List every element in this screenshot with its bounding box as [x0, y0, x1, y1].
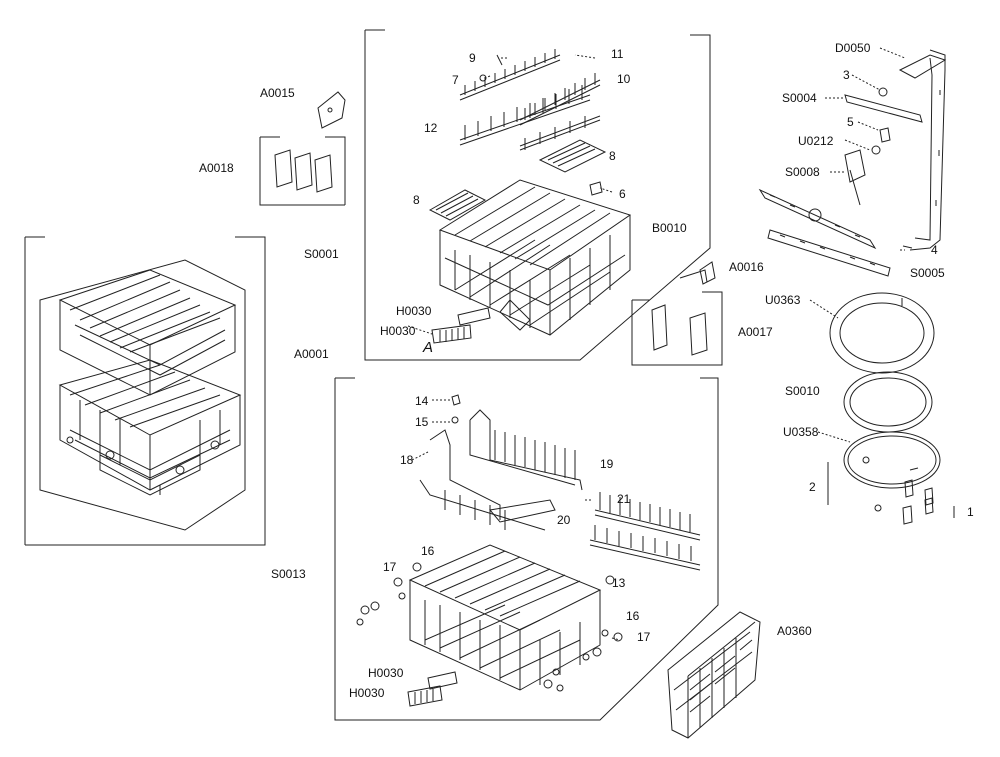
label-19: 19 [600, 457, 614, 471]
holder-a0017 [631, 261, 723, 366]
label-h0030-upper-2: H0030 [380, 324, 416, 338]
label-a0017: A0017 [738, 325, 773, 339]
label-8-upper: 8 [609, 149, 616, 163]
label-a0360: A0360 [777, 624, 812, 638]
tine-row-21 [589, 492, 701, 571]
label-16-right: 16 [626, 609, 640, 623]
label-5: 5 [847, 115, 854, 129]
label-u0358: U0358 [783, 425, 819, 439]
label-6: 6 [619, 187, 626, 201]
label-mark-a: A [423, 339, 434, 356]
tine-row-20 [489, 499, 556, 523]
dishwasher-rack-assembly [39, 259, 246, 531]
label-s0005: S0005 [910, 266, 945, 280]
plate-rack-19 [469, 409, 583, 491]
upper-handles [431, 307, 491, 344]
label-7: 7 [452, 73, 459, 87]
fastener-set-2 [827, 462, 955, 525]
bracket-a0015 [317, 91, 346, 129]
label-20: 20 [557, 513, 571, 527]
label-15: 15 [415, 415, 429, 429]
seal-ring-s0010 [843, 371, 933, 433]
spray-arm-s0005 [767, 229, 913, 277]
label-d0050: D0050 [835, 41, 871, 55]
upper-rack-basket [438, 179, 632, 336]
label-17-left: 17 [383, 560, 397, 574]
clip-set-a0018 [259, 136, 346, 206]
label-9: 9 [469, 51, 476, 65]
label-a0016: A0016 [729, 260, 764, 274]
label-s0013: S0013 [271, 567, 306, 581]
leader-lines [407, 47, 906, 641]
label-12: 12 [424, 121, 438, 135]
label-u0363: U0363 [765, 293, 801, 307]
label-16-left: 16 [421, 544, 435, 558]
cup-shelf-8 [428, 139, 607, 221]
label-18: 18 [400, 453, 414, 467]
upper-small-parts [479, 54, 603, 196]
label-2: 2 [809, 480, 816, 494]
label-a0001: A0001 [294, 347, 329, 361]
label-h0030-lower-2: H0030 [349, 686, 385, 700]
label-1: 1 [967, 505, 974, 519]
dishwasher-assembly-frame [24, 236, 266, 546]
label-h0030-upper-1: H0030 [396, 304, 432, 318]
label-8-lower: 8 [413, 193, 420, 207]
cutlery-basket-a0360 [667, 611, 761, 739]
spray-arm-d0050 [898, 49, 947, 251]
label-s0001: S0001 [304, 247, 339, 261]
label-a0018: A0018 [199, 161, 234, 175]
label-10: 10 [617, 72, 631, 86]
label-13: 13 [612, 576, 626, 590]
lower-small-parts-14-15 [451, 394, 461, 424]
label-s0008: S0008 [785, 165, 820, 179]
wheels-and-bolts [356, 562, 623, 692]
label-s0010: S0010 [785, 384, 820, 398]
lower-handles [407, 671, 458, 707]
label-21: 21 [617, 492, 631, 506]
spray-arm-s0008 [844, 149, 866, 206]
label-14: 14 [415, 394, 429, 408]
label-h0030-lower-1: H0030 [368, 666, 404, 680]
label-s0004: S0004 [782, 91, 817, 105]
label-3: 3 [843, 68, 850, 82]
label-a0015: A0015 [260, 86, 295, 100]
cup-rack-18 [419, 429, 546, 531]
upper-tine-rows [459, 49, 601, 151]
label-4: 4 [931, 243, 938, 257]
spray-arm-s0004 [844, 87, 923, 155]
label-u0212: U0212 [798, 134, 834, 148]
label-b0010: B0010 [652, 221, 687, 235]
filter-ring-u0363 [829, 292, 935, 374]
lower-rack-frame [334, 377, 719, 721]
label-17-right: 17 [637, 630, 651, 644]
lower-rack-basket [408, 544, 602, 691]
label-11: 11 [611, 47, 624, 61]
upper-rack-frame [364, 29, 711, 361]
spray-arm-a0016 [758, 188, 877, 250]
wire-ring-u0358 [843, 431, 941, 489]
